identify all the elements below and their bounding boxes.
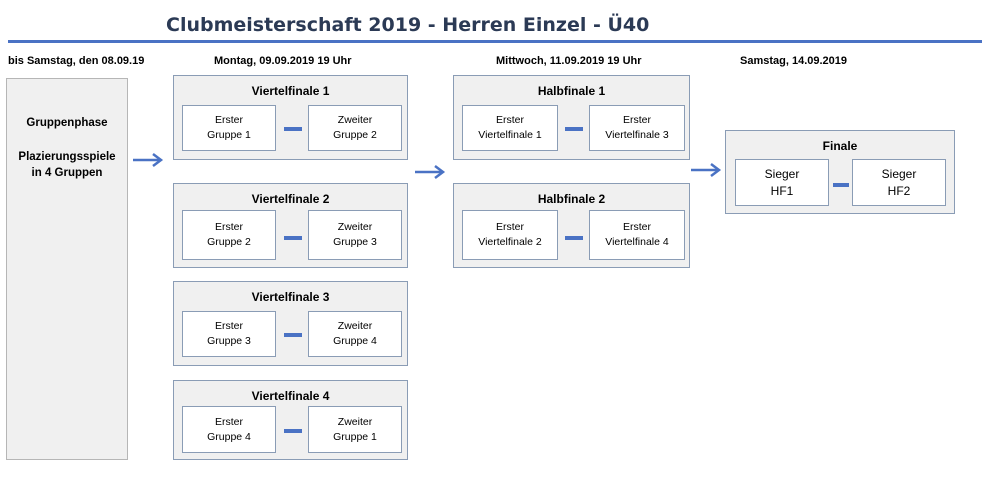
slot-label: Erster (214, 320, 243, 332)
date-final: Samstag, 14.09.2019 (740, 55, 848, 67)
quarterfinal-2-player-b: Zweiter Gruppe 3 (308, 210, 402, 260)
page-title: Clubmeisterschaft 2019 - Herren Einzel -… (166, 14, 650, 36)
slot-label: Zweiter (337, 320, 373, 332)
versus-dash (833, 183, 849, 187)
arrow-right-icon (133, 153, 164, 167)
slot-source: Gruppe 2 (207, 236, 251, 248)
quarterfinal-1-title: Viertelfinale 1 (251, 84, 330, 98)
quarterfinal-1-player-b: Zweiter Gruppe 2 (308, 105, 402, 151)
final-player-b: Sieger HF2 (852, 159, 946, 206)
quarterfinal-4-box: Viertelfinale 4 Erster Gruppe 4 Zweiter … (173, 380, 408, 460)
slot-label: Erster (495, 114, 524, 126)
slot-source: Viertelfinale 1 (478, 129, 542, 141)
group-phase-title: Gruppenphase (26, 117, 108, 129)
slot-source: Gruppe 4 (207, 430, 251, 443)
slot-source: Gruppe 3 (207, 335, 251, 347)
quarterfinal-4-player-b: Zweiter Gruppe 1 (308, 406, 402, 453)
slot-label: Sieger (881, 166, 917, 181)
group-phase-count: in 4 Gruppen (31, 167, 103, 179)
title-underline (8, 40, 982, 43)
semifinal-1-player-a: Erster Viertelfinale 1 (462, 105, 558, 151)
slot-source: Gruppe 4 (333, 335, 377, 347)
final-player-a: Sieger HF1 (735, 159, 829, 206)
semifinal-1-box: Halbfinale 1 Erster Viertelfinale 1 Erst… (453, 75, 690, 160)
final-title: Finale (822, 139, 858, 153)
slot-label: Erster (495, 221, 524, 233)
semifinal-2-player-b: Erster Viertelfinale 4 (589, 210, 685, 260)
semifinal-2-player-a: Erster Viertelfinale 2 (462, 210, 558, 260)
quarterfinal-2-box: Viertelfinale 2 Erster Gruppe 2 Zweiter … (173, 183, 408, 268)
quarterfinal-3-box: Viertelfinale 3 Erster Gruppe 3 Zweiter … (173, 281, 408, 366)
quarterfinal-4-player-a: Erster Gruppe 4 (182, 406, 276, 453)
date-quarterfinals: Montag, 09.09.2019 19 Uhr (214, 55, 352, 67)
quarterfinal-3-player-a: Erster Gruppe 3 (182, 311, 276, 357)
arrow-right-icon (691, 163, 722, 177)
slot-source: Gruppe 1 (333, 430, 377, 443)
slot-source: Gruppe 1 (207, 129, 251, 141)
slot-source: HF1 (770, 183, 794, 198)
quarterfinal-2-player-a: Erster Gruppe 2 (182, 210, 276, 260)
versus-dash (565, 127, 583, 131)
quarterfinal-2-title: Viertelfinale 2 (251, 192, 330, 206)
semifinal-1-title: Halbfinale 1 (537, 84, 606, 98)
slot-label: Erster (214, 415, 243, 428)
semifinal-1-player-b: Erster Viertelfinale 3 (589, 105, 685, 151)
quarterfinal-3-title: Viertelfinale 3 (251, 290, 330, 304)
slot-label: Erster (214, 114, 243, 126)
slot-source: Viertelfinale 4 (605, 236, 669, 248)
date-semifinals: Mittwoch, 11.09.2019 19 Uhr (496, 55, 642, 67)
slot-label: Zweiter (337, 415, 373, 428)
semifinal-2-title: Halbfinale 2 (537, 192, 606, 206)
arrow-right-icon (415, 165, 446, 179)
quarterfinal-1-player-a: Erster Gruppe 1 (182, 105, 276, 151)
date-group-phase: bis Samstag, den 08.09.19 (8, 55, 145, 67)
versus-dash (284, 127, 302, 131)
slot-source: HF2 (887, 183, 911, 198)
slot-label: Erster (622, 114, 651, 126)
versus-dash (284, 333, 302, 337)
slot-source: Gruppe 2 (333, 129, 377, 141)
slot-label: Sieger (764, 166, 800, 181)
semifinal-2-box: Halbfinale 2 Erster Viertelfinale 2 Erst… (453, 183, 690, 268)
group-phase-box: Gruppenphase Plazierungsspiele in 4 Grup… (6, 78, 128, 460)
group-phase-subtitle: Plazierungsspiele (18, 151, 116, 163)
versus-dash (565, 236, 583, 240)
slot-source: Viertelfinale 3 (605, 129, 669, 141)
quarterfinal-3-player-b: Zweiter Gruppe 4 (308, 311, 402, 357)
slot-label: Zweiter (337, 114, 373, 126)
slot-label: Zweiter (337, 221, 373, 233)
versus-dash (284, 429, 302, 433)
quarterfinal-1-box: Viertelfinale 1 Erster Gruppe 1 Zweiter … (173, 75, 408, 160)
slot-source: Viertelfinale 2 (478, 236, 542, 248)
slot-label: Erster (622, 221, 651, 233)
quarterfinal-4-title: Viertelfinale 4 (251, 389, 330, 403)
slot-label: Erster (214, 221, 243, 233)
final-box: Finale Sieger HF1 Sieger HF2 (725, 130, 955, 214)
versus-dash (284, 236, 302, 240)
slot-source: Gruppe 3 (333, 236, 377, 248)
